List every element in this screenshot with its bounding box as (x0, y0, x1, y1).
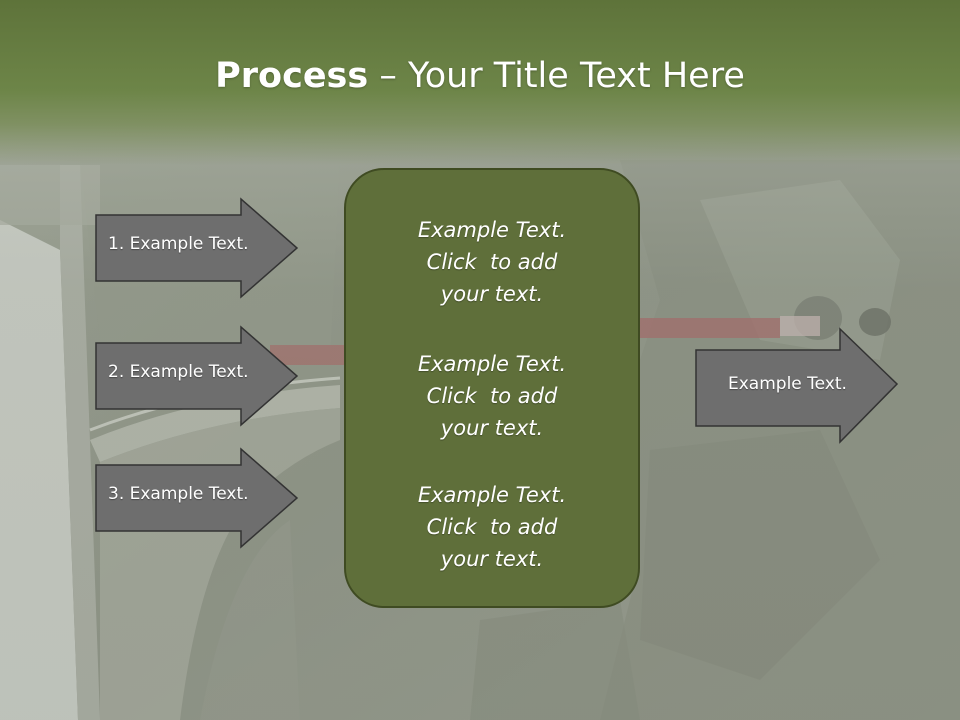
left-arrow-3[interactable]: 3. Example Text. (95, 447, 300, 550)
right-arrow[interactable]: Example Text. (695, 327, 900, 446)
arrow-label: Example Text. (728, 374, 847, 394)
left-arrow-2[interactable]: 2. Example Text. (95, 325, 300, 428)
arrow-shape (95, 325, 299, 427)
title-bold: Process (215, 56, 369, 96)
left-arrow-1[interactable]: 1. Example Text. (95, 197, 300, 300)
title-band (0, 0, 960, 165)
center-text-box[interactable]: Example Text. Click to add your text. Ex… (344, 168, 640, 608)
center-text-block-2: Example Text. Click to add your text. (417, 352, 567, 440)
arrow-shape (95, 447, 299, 549)
arrow-shape (95, 197, 299, 299)
arrow-shape (695, 327, 899, 444)
arrow-label: 3. Example Text. (108, 484, 249, 504)
center-text-block-1: Example Text. Click to add your text. (417, 218, 567, 306)
arrow-label: 1. Example Text. (108, 234, 249, 254)
slide-title[interactable]: Process – Your Title Text Here (0, 54, 960, 98)
center-text-block-3: Example Text. Click to add your text. (417, 483, 567, 571)
title-rest: – Your Title Text Here (368, 56, 745, 96)
arrow-label: 2. Example Text. (108, 362, 249, 382)
